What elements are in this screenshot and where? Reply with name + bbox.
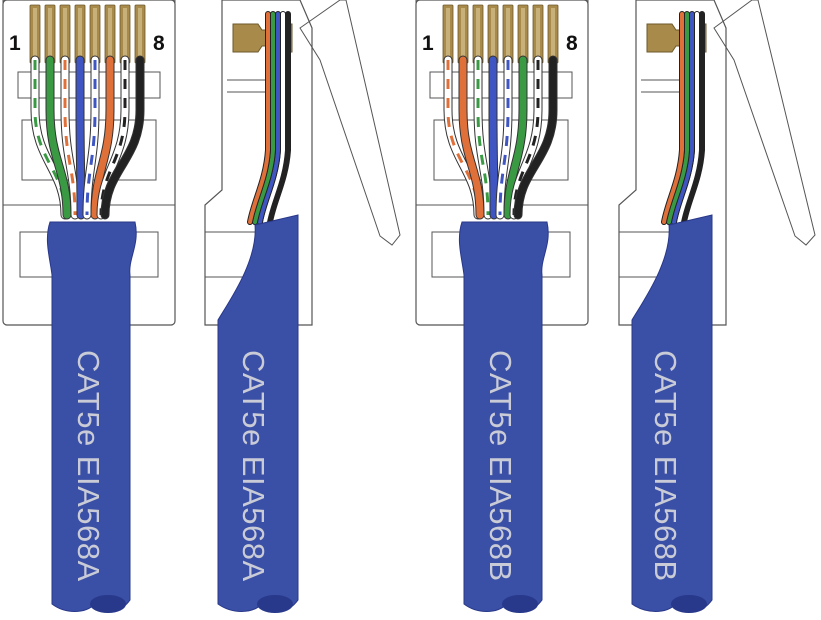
wire-stripe: [498, 60, 510, 216]
contact-highlight: [33, 8, 37, 60]
wire-stripe: [512, 60, 540, 216]
wire-orange: [91, 56, 114, 219]
contact-highlight: [521, 8, 525, 60]
side-cable-print: CAT5e EIA568A: [236, 350, 271, 582]
pin-label-first: 1: [9, 32, 21, 55]
contact-highlight: [506, 8, 510, 60]
side-wire: [677, 12, 699, 224]
side-wire: [672, 12, 694, 224]
wire-bundle: [443, 55, 558, 220]
contact-highlight: [138, 8, 142, 60]
contact-blades: [442, 4, 559, 64]
wire-bundle: [30, 55, 145, 220]
wire-stripe: [476, 60, 490, 216]
side-wire: [662, 12, 684, 224]
contact-highlight: [551, 8, 555, 60]
wire-brown: [514, 56, 557, 219]
front-view-568a: 1 8 CAT5e EIA568A: [2, 0, 176, 613]
contact-highlight: [123, 8, 127, 60]
contact-highlight: [476, 8, 480, 60]
side-wire: [268, 12, 290, 224]
side-wire: [263, 12, 285, 224]
contact-highlight: [48, 8, 52, 60]
cable-print: CAT5e EIA568B: [483, 350, 518, 582]
side-view-568b: CAT5e EIA568B: [618, 0, 816, 613]
side-wire-bundle: [661, 11, 705, 225]
side-ribs: [641, 79, 679, 93]
pin-label-last: 8: [153, 32, 165, 55]
latch-tab: [299, 0, 401, 246]
front-view-568b: 1 8 CAT5e EIA568B: [415, 0, 589, 613]
side-view-568a: CAT5e EIA568A: [204, 0, 401, 613]
side-cable-end: [671, 595, 707, 613]
contact-highlight: [93, 8, 97, 60]
side-wire: [682, 12, 704, 224]
contact-highlight: [63, 8, 67, 60]
wire-stripe: [99, 60, 127, 216]
side-wire: [258, 12, 280, 224]
cable-print: CAT5e EIA568A: [71, 350, 106, 582]
wire-stripe: [33, 60, 67, 216]
locking-bar: [17, 71, 161, 99]
contact-highlight: [536, 8, 540, 60]
wire-stripe: [85, 60, 97, 216]
wire-stripe: [446, 60, 480, 216]
side-wire-bundle: [247, 11, 291, 225]
side-cable-print: CAT5e EIA568B: [648, 350, 683, 582]
wire-green: [46, 56, 71, 219]
side-wire: [248, 12, 270, 224]
contact-highlight: [78, 8, 82, 60]
wire-orange: [459, 56, 484, 219]
side-ribs: [227, 79, 265, 93]
contact-highlight: [461, 8, 465, 60]
side-wire: [667, 12, 689, 224]
wire-stripe: [63, 60, 77, 216]
locking-bar: [429, 71, 573, 99]
pin-label-last: 8: [566, 32, 578, 55]
wire-blue: [76, 56, 85, 219]
contact-highlight: [491, 8, 495, 60]
side-cable-end: [257, 595, 293, 613]
wire-blue: [489, 56, 498, 219]
wire-green: [504, 56, 527, 219]
cable-end: [90, 595, 126, 613]
cable-end: [502, 595, 538, 613]
pin-label-first: 1: [422, 32, 434, 55]
side-wire: [253, 12, 275, 224]
latch-tab: [713, 0, 816, 246]
wire-brown: [101, 56, 144, 219]
contact-highlight: [108, 8, 112, 60]
contact-highlight: [446, 8, 450, 60]
